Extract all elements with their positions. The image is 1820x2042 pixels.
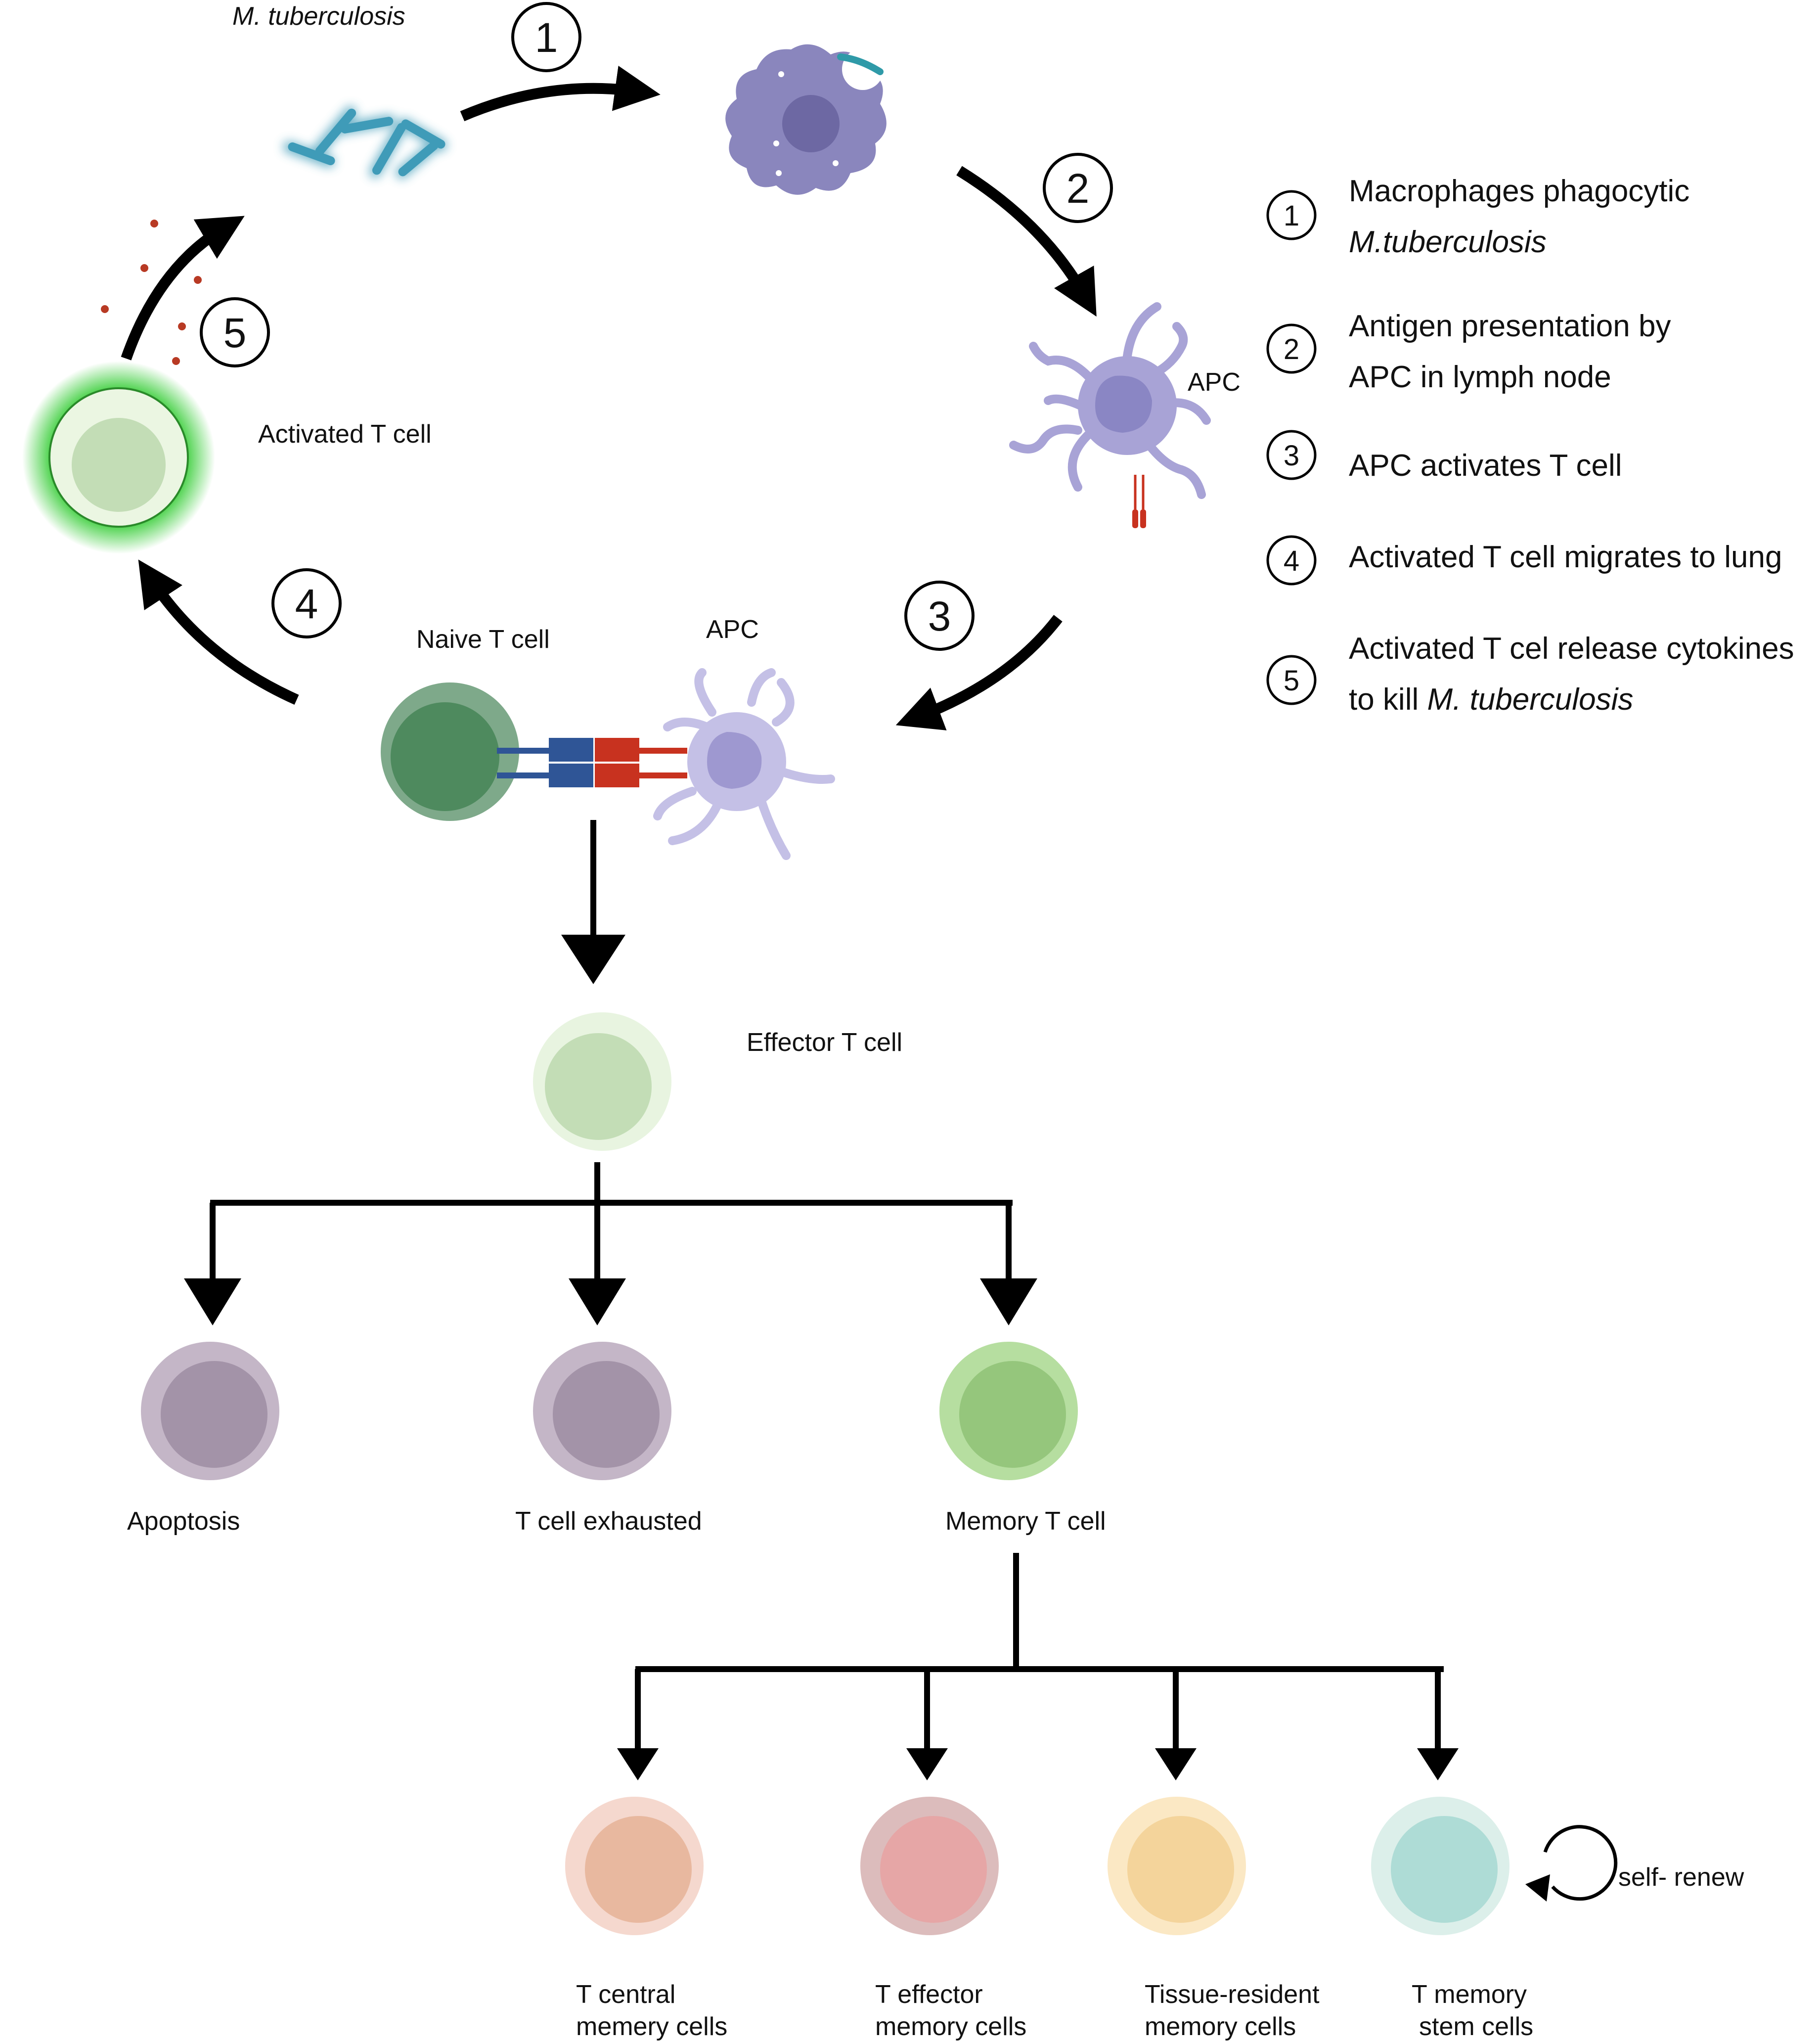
effector-t-cell-label: Effector T cell	[747, 1028, 902, 1057]
apoptosis-cell	[141, 1342, 279, 1480]
arrow-step-3	[895, 615, 1063, 730]
memory-arrowheads	[617, 1748, 1459, 1780]
t-memory-stem-label-1: T memory	[1412, 1980, 1527, 2009]
svg-text:2: 2	[1284, 333, 1299, 365]
cytokine-dots	[101, 220, 202, 365]
svg-text:5: 5	[1284, 665, 1299, 697]
step-1-marker: 1	[511, 2, 581, 72]
naive-t-cell	[381, 682, 519, 821]
step-3-marker: 3	[904, 581, 975, 651]
self-renew-label: self- renew	[1618, 1863, 1744, 1892]
legend-item-1: 1 Macrophages phagocytic M.tuberculosis	[1266, 174, 1689, 259]
t-effector-label-2: memory cells	[875, 2012, 1026, 2041]
step-4-marker: 4	[271, 568, 342, 638]
macrophage	[725, 44, 887, 195]
activated-t-cell-label: Activated T cell	[258, 420, 432, 449]
self-renew-icon	[1525, 1825, 1618, 1902]
svg-text:4: 4	[1284, 545, 1299, 577]
apc-label-right: APC	[1188, 368, 1241, 397]
t-effector-label-1: T effector	[875, 1980, 983, 2009]
svg-text:1: 1	[1284, 200, 1299, 232]
t-memory-stem-cell	[1371, 1797, 1509, 1935]
tissue-resident-memory-cell	[1108, 1797, 1246, 1935]
apc-cell-right	[1009, 302, 1211, 528]
svg-text:3: 3	[928, 593, 951, 639]
mycobacteria-rods	[288, 108, 445, 177]
svg-text:1: 1	[535, 14, 558, 61]
fate-arrowheads	[184, 1278, 1037, 1325]
svg-text:3: 3	[1284, 440, 1299, 472]
memory-t-cell-label: Memory T cell	[945, 1507, 1106, 1536]
memory-t-cell	[939, 1342, 1078, 1480]
svg-text:4: 4	[295, 581, 318, 627]
arrow-step-4	[138, 559, 299, 705]
naive-t-cell-label: Naive T cell	[416, 625, 550, 654]
exhausted-label: T cell exhausted	[515, 1507, 702, 1536]
effector-t-cell	[533, 1012, 671, 1151]
svg-text:5: 5	[223, 310, 247, 356]
svg-text:Activated T cel release cytoki: Activated T cel release cytokines	[1349, 632, 1794, 666]
step-2-marker: 2	[1043, 153, 1113, 223]
svg-text:APC activates T cell: APC activates T cell	[1349, 449, 1622, 483]
legend-item-2: 2 Antigen presentation by APC in lymph n…	[1266, 309, 1671, 394]
exhausted-t-cell	[533, 1342, 671, 1480]
tissue-resident-label-2: memory cells	[1145, 2012, 1296, 2041]
svg-text:M.tuberculosis: M.tuberculosis	[1349, 225, 1547, 259]
t-central-label-1: T central	[576, 1980, 675, 2009]
legend-item-3: 3 APC activates T cell	[1266, 430, 1622, 483]
arrow-step-1	[460, 65, 661, 122]
apoptosis-label: Apoptosis	[127, 1507, 240, 1536]
apc-label-center: APC	[706, 615, 759, 644]
arrow-step-5	[121, 216, 245, 361]
legend-item-4: 4 Activated T cell migrates to lung	[1266, 535, 1782, 586]
apc-cell-center	[653, 668, 835, 860]
tissue-resident-label-1: Tissue-resident	[1145, 1980, 1320, 2009]
activated-t-cell	[22, 361, 215, 554]
t-effector-memory-cell	[860, 1797, 999, 1935]
step-5-marker: 5	[200, 297, 270, 367]
svg-text:Antigen presentation by: Antigen presentation by	[1349, 309, 1671, 343]
t-central-label-2: memery cells	[576, 2012, 727, 2041]
t-memory-stem-label-2: stem cells	[1419, 2012, 1533, 2041]
svg-text:APC in lymph node: APC in lymph node	[1349, 360, 1611, 394]
svg-text:to kill M. tuberculosis: to kill M. tuberculosis	[1349, 682, 1633, 717]
memory-branch-lines	[635, 1553, 1444, 1753]
arrow-step-2	[956, 166, 1097, 317]
bacteria-label: M. tuberculosis	[232, 2, 405, 31]
fate-branch-lines	[210, 1162, 1013, 1286]
t-central-memory-cell	[565, 1797, 704, 1935]
legend-item-5: 5 Activated T cel release cytokines to k…	[1266, 632, 1794, 717]
svg-text:2: 2	[1066, 165, 1090, 212]
svg-text:Macrophages phagocytic: Macrophages phagocytic	[1349, 174, 1689, 208]
svg-text:Activated T cell migrates to l: Activated T cell migrates to lung	[1349, 540, 1782, 574]
mycobacteria-cluster	[283, 106, 447, 179]
arrow-head-naive-to-effector	[561, 935, 625, 984]
tcr-mhc-synapse	[497, 738, 687, 787]
